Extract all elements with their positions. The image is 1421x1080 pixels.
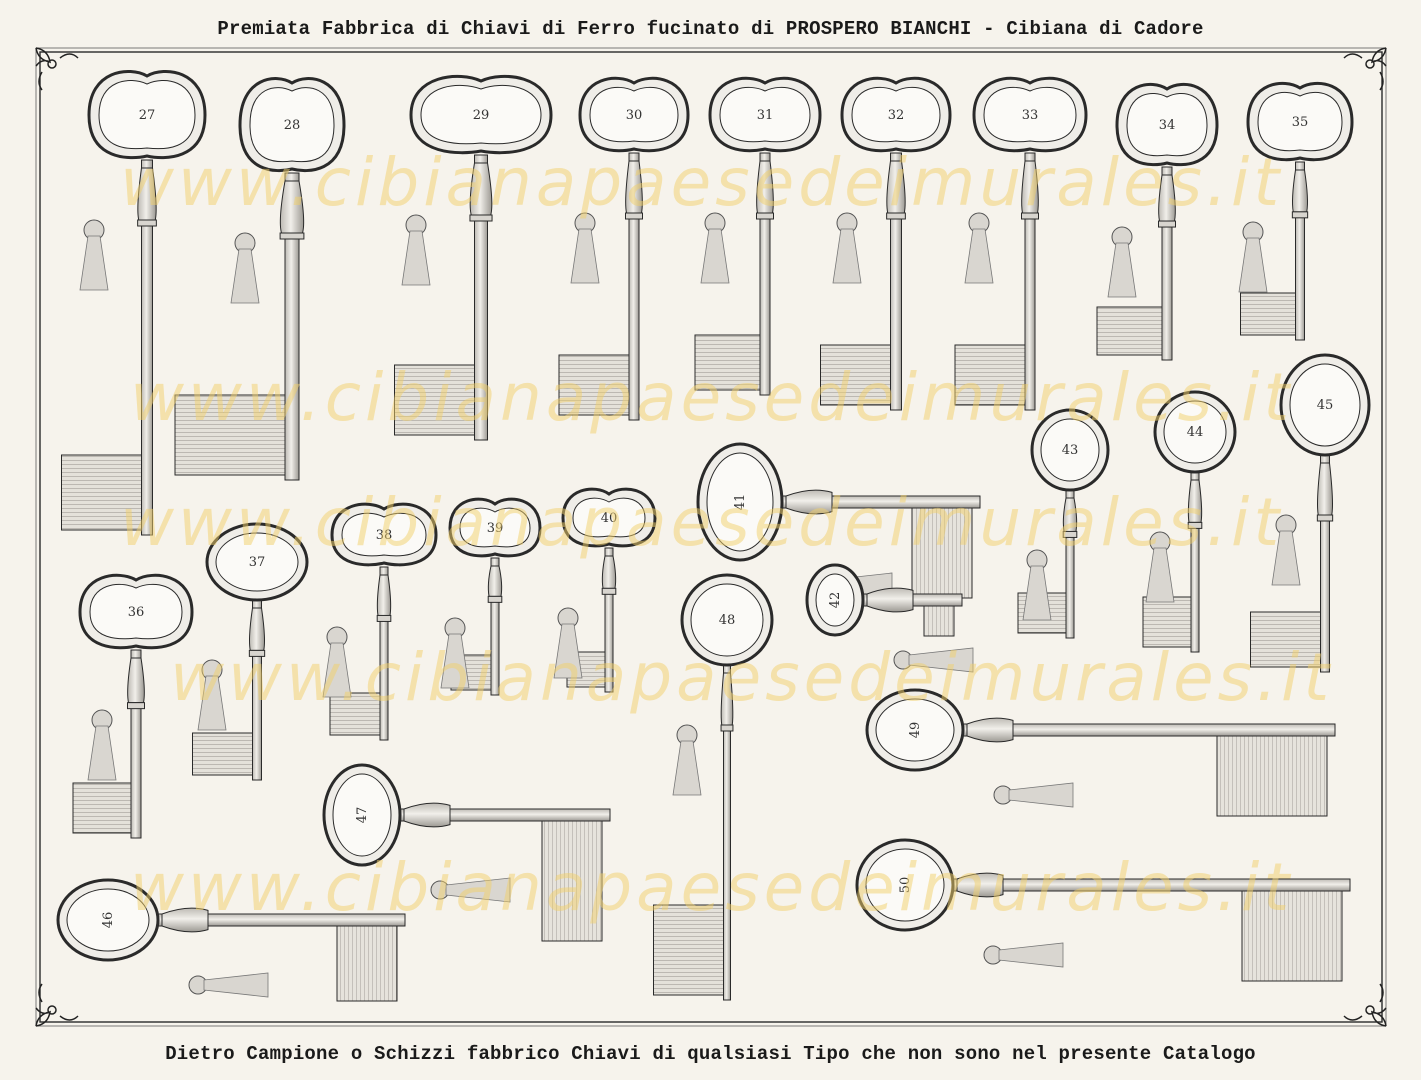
key-31: 31 — [694, 76, 822, 396]
key-number-label: 38 — [376, 528, 393, 543]
keyhole-escutcheon — [1145, 531, 1175, 603]
key-28: 28 — [174, 77, 346, 481]
key-41: 41 — [696, 442, 981, 599]
key-47: 47 — [322, 763, 611, 942]
key-number-label: 44 — [1187, 425, 1204, 440]
key-33: 33 — [954, 76, 1088, 411]
plate-border — [39, 51, 1383, 1023]
key-48: 48 — [653, 573, 774, 1001]
keyhole-escutcheon — [230, 232, 260, 304]
key-number-label: 50 — [898, 877, 913, 894]
keyhole-escutcheon — [1022, 549, 1052, 621]
key-46: 46 — [56, 878, 406, 1002]
key-36: 36 — [72, 573, 194, 839]
key-number-label: 37 — [249, 555, 266, 570]
svg-text:www.cibianapaesedeimurales.it: www.cibianapaesedeimurales.it — [120, 144, 1283, 221]
svg-text:www.cibianapaesedeimurales.it: www.cibianapaesedeimurales.it — [130, 849, 1293, 926]
key-42: 42 — [805, 563, 974, 673]
key-number-label: 27 — [139, 108, 156, 123]
page-footer: Dietro Campione o Schizzi fabbrico Chiav… — [165, 1043, 1256, 1065]
key-number-label: 31 — [757, 108, 774, 123]
key-number-label: 47 — [355, 807, 370, 824]
keyhole-escutcheon — [700, 212, 730, 284]
key-27: 27 — [61, 69, 207, 536]
keys-layer: 27 28 29 30 31 32 33 34 35 36 37 38 39 40 43 44 45 48 41 42… — [56, 69, 1371, 1002]
key-29: 29 — [394, 74, 553, 441]
key-37: 37 — [192, 522, 309, 781]
key-number-label: 40 — [601, 511, 618, 526]
keyhole-escutcheon — [893, 647, 974, 673]
svg-text:www.cibianapaesedeimurales.it: www.cibianapaesedeimurales.it — [170, 639, 1333, 716]
key-number-label: 43 — [1062, 443, 1079, 458]
keyhole-escutcheon — [964, 212, 994, 284]
keyhole-escutcheon — [87, 709, 117, 781]
key-39: 39 — [440, 497, 542, 696]
key-38: 38 — [322, 502, 438, 741]
key-45: 45 — [1250, 353, 1371, 673]
keyhole-escutcheon — [1238, 221, 1268, 293]
key-number-label: 42 — [828, 592, 843, 609]
keyhole-escutcheon — [79, 219, 109, 291]
page-title: Premiata Fabbrica di Chiavi di Ferro fuc… — [217, 18, 1204, 40]
corner-ornament-bottom-right — [1343, 983, 1387, 1027]
key-number-label: 29 — [473, 108, 490, 123]
key-number-label: 36 — [128, 605, 145, 620]
keyhole-escutcheon — [440, 617, 470, 689]
key-number-label: 30 — [626, 108, 643, 123]
key-35: 35 — [1238, 81, 1354, 341]
keyhole-escutcheon — [832, 212, 862, 284]
keyhole-escutcheon — [1271, 514, 1301, 586]
watermark: www.cibianapaesedeimurales.it www.cibian… — [120, 144, 1333, 926]
keyhole-escutcheon — [188, 972, 269, 998]
key-number-label: 34 — [1159, 118, 1176, 133]
key-32: 32 — [820, 76, 952, 411]
corner-ornament-top-right — [1343, 47, 1387, 91]
key-44: 44 — [1142, 390, 1237, 653]
corner-ornament-bottom-left — [35, 983, 79, 1027]
key-number-label: 28 — [284, 118, 301, 133]
key-49: 49 — [865, 688, 1336, 817]
key-number-label: 35 — [1292, 115, 1309, 130]
key-43: 43 — [1017, 408, 1110, 639]
key-number-label: 33 — [1022, 108, 1039, 123]
keyhole-escutcheon — [983, 942, 1064, 968]
keyhole-escutcheon — [672, 724, 702, 796]
key-number-label: 32 — [888, 108, 905, 123]
keyhole-escutcheon — [1107, 226, 1137, 298]
plate-border-outer — [35, 47, 1387, 1027]
key-number-label: 49 — [908, 722, 923, 739]
keyhole-escutcheon — [430, 877, 511, 903]
keyhole-escutcheon — [401, 214, 431, 286]
keyhole-escutcheon — [570, 212, 600, 284]
corner-ornament-top-left — [35, 47, 79, 91]
keyhole-escutcheon — [993, 782, 1074, 808]
key-50: 50 — [855, 838, 1351, 982]
key-30: 30 — [558, 76, 690, 421]
svg-text:www.cibianapaesedeimurales.it: www.cibianapaesedeimurales.it — [130, 359, 1293, 436]
key-34: 34 — [1096, 82, 1219, 361]
key-number-label: 46 — [101, 912, 116, 929]
key-number-label: 48 — [719, 613, 736, 628]
key-number-label: 45 — [1317, 398, 1334, 413]
keyhole-escutcheon — [197, 659, 227, 731]
key-40: 40 — [553, 487, 657, 693]
key-number-label: 41 — [733, 494, 748, 511]
svg-text:www.cibianapaesedeimurales.it: www.cibianapaesedeimurales.it — [120, 484, 1283, 561]
key-number-label: 39 — [487, 521, 504, 536]
keyhole-escutcheon — [553, 607, 583, 679]
keyhole-escutcheon — [322, 626, 352, 698]
